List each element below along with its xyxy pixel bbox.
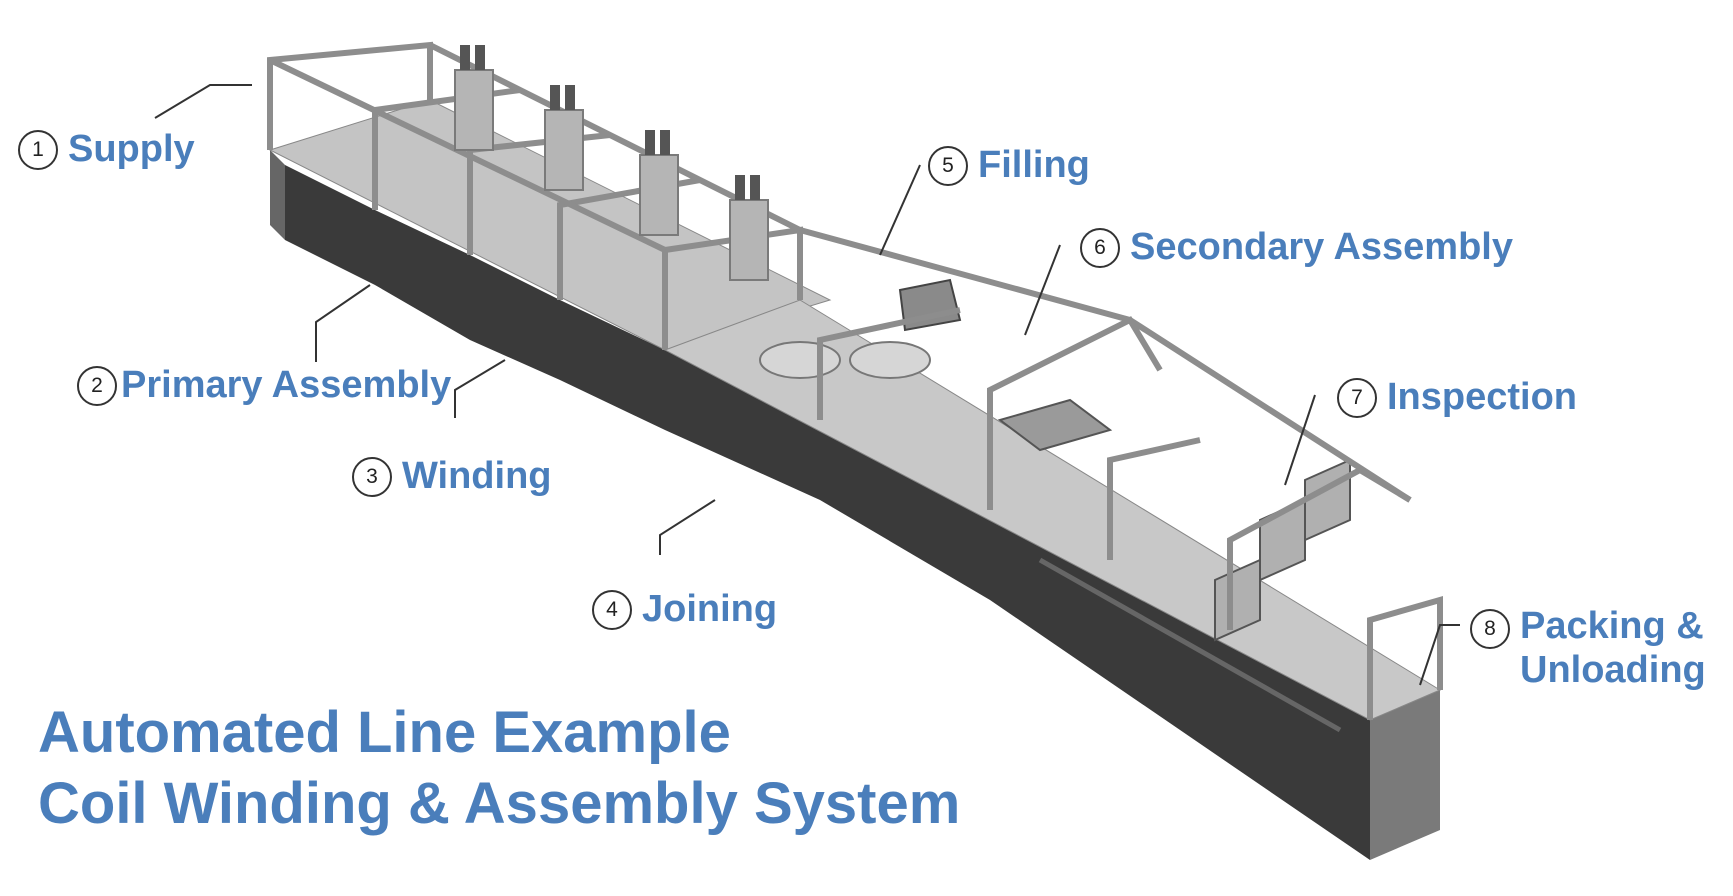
- callout-supply: 1 Supply: [18, 128, 195, 172]
- callout-inspection: 7 Inspection: [1337, 376, 1577, 420]
- module-end-cap: [1370, 690, 1440, 860]
- module-7-8-cabinet: [990, 510, 1370, 860]
- callout-secondary-assembly: 6 Secondary Assembly: [1080, 226, 1513, 270]
- station-label-filling: Filling: [978, 144, 1090, 186]
- conveyor: [1038, 557, 1342, 733]
- station-number-badge: 6: [1080, 227, 1120, 268]
- station-number-badge: 7: [1337, 377, 1377, 418]
- leader-winding: [454, 359, 506, 418]
- station-label-inspection: Inspection: [1387, 376, 1578, 418]
- leader-filling: [879, 164, 921, 256]
- station-number-badge: 2: [77, 365, 117, 406]
- station-label-packing-unloading: Packing & Unloading: [1520, 605, 1706, 691]
- leader-joining: [659, 499, 716, 555]
- station-number-badge: 4: [592, 589, 632, 630]
- leader-packing: [1419, 624, 1460, 686]
- station-number-badge: 3: [352, 456, 392, 497]
- module-6-cabinet: [820, 420, 990, 600]
- module-3-cabinet: [470, 255, 560, 380]
- station-label-winding: Winding: [402, 455, 552, 497]
- callout-winding: 3 Winding: [352, 455, 552, 499]
- module-5-cabinet: [665, 350, 820, 500]
- secondary-tray: [997, 398, 1113, 452]
- callout-filling: 5 Filling: [928, 144, 1090, 188]
- station-number-badge: 8: [1470, 609, 1510, 649]
- leader-inspection: [1284, 394, 1316, 486]
- winding-modules: [267, 41, 832, 430]
- module-1-cabinet: [285, 165, 375, 285]
- station-number-badge: 5: [928, 145, 968, 186]
- assembly-modules: [663, 227, 1443, 860]
- station-label-secondary-assembly: Secondary Assembly: [1130, 226, 1513, 268]
- leader-secondary-assembly: [1024, 244, 1061, 336]
- title-line-2: Coil Winding & Assembly System: [38, 771, 961, 836]
- leader-lines: [154, 84, 1460, 686]
- station-label-primary-assembly: Primary Assembly: [121, 364, 452, 406]
- station-label-supply: Supply: [68, 128, 195, 170]
- callout-joining: 4 Joining: [592, 588, 777, 632]
- station-number-badge: 1: [18, 129, 58, 170]
- title-line-1: Automated Line Example: [38, 700, 731, 765]
- rotary-table-1: [759, 341, 841, 379]
- callout-packing-unloading: 8 Packing & Unloading: [1470, 605, 1720, 692]
- module-2-cabinet: [375, 210, 470, 340]
- rotary-table-2: [849, 341, 931, 379]
- leader-primary-assembly: [315, 284, 371, 362]
- station-label-joining: Joining: [642, 588, 778, 630]
- leader-supply: [154, 84, 252, 119]
- callout-primary-assembly: 2 Primary Assembly: [77, 364, 451, 408]
- module-1-side: [270, 150, 285, 240]
- module-4-cabinet: [560, 300, 665, 430]
